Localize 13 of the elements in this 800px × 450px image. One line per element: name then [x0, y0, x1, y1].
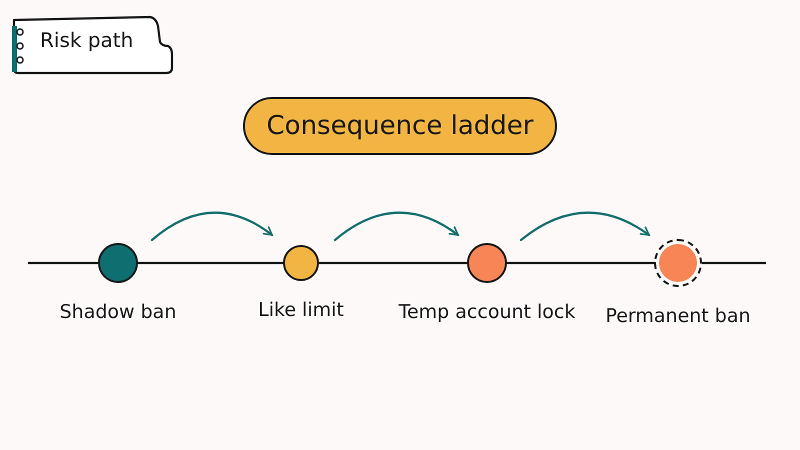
timeline-line: [506, 262, 656, 264]
milestone-label: Temp account lock: [398, 301, 576, 325]
curved-arrow: [150, 212, 274, 242]
milestone-label: Shadow ban: [60, 301, 176, 325]
milestone: [397, 243, 577, 325]
milestone-label: Permanent ban: [605, 305, 751, 329]
timeline-line: [136, 262, 284, 264]
curved-arrow: [334, 212, 460, 242]
tab-label: Risk path: [40, 30, 134, 50]
timeline-line: [318, 262, 468, 264]
milestone-label: Like limit: [258, 299, 344, 323]
title-banner: Consequence ladder: [243, 97, 557, 155]
curved-arrow: [520, 212, 650, 242]
